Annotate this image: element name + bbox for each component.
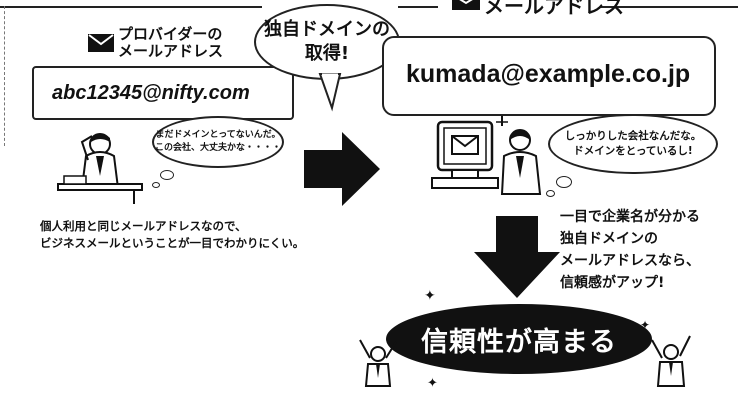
worried-thought-bubble: まだドメインとってないんだ。 この会社、大丈夫かな・・・・: [152, 116, 284, 168]
person-thinking-icon: [57, 133, 143, 204]
right-caption-line4: 信頼感がアップ!: [560, 275, 665, 291]
left-caption-line1: 個人利用と同じメールアドレスなので、: [40, 219, 247, 233]
provider-label-line2: メールアドレス: [118, 42, 224, 60]
provider-label: プロバイダーの メールアドレス: [118, 26, 223, 60]
provider-label-line1: プロバイダーの: [118, 25, 223, 43]
confident-thought-bubble: しっかりした会社なんだな。 ドメインをとっているし!: [548, 114, 718, 174]
right-caption-line1: 一目で企業名が分かる: [560, 209, 700, 225]
arrow-right-icon: [304, 132, 380, 206]
provider-email-box: abc12345@nifty.com: [32, 66, 294, 120]
right-caption: 一目で企業名が分かる 独自ドメインの メールアドレスなら、 信頼感がアップ!: [560, 206, 700, 294]
envelope-icon: [452, 0, 480, 10]
own-domain-email: kumada@example.co.jp: [406, 60, 691, 88]
sparkle-icon: ✦: [427, 376, 438, 391]
worried-thought-line1: まだドメインとってないんだ。: [155, 130, 281, 140]
left-caption: 個人利用と同じメールアドレスなので、 ビジネスメールということが一目でわかりにく…: [40, 218, 304, 252]
confident-thought-line2: ドメインをとっているし!: [573, 145, 693, 157]
worried-thought-line2: この会社、大丈夫かな・・・・: [154, 143, 281, 153]
callout-tail: [318, 73, 342, 112]
own-domain-callout-line1: 独自ドメインの: [264, 19, 390, 40]
cheering-person-icon: [359, 339, 397, 387]
trust-increases-banner: 信頼性が高まる: [386, 304, 652, 374]
arrow-down-icon: [474, 216, 560, 298]
left-caption-line2: ビジネスメールということが一目でわかりにくい。: [40, 236, 305, 250]
thought-dot: [160, 170, 174, 180]
right-caption-line3: メールアドレスなら、: [560, 253, 700, 269]
left-edge-line: [4, 6, 5, 146]
confident-thought-line1: しっかりした会社なんだな。: [564, 130, 702, 142]
own-domain-label: メールアドレス: [484, 0, 624, 18]
thought-dot: [546, 190, 555, 197]
sparkle-icon: ✦: [424, 288, 436, 304]
top-border-line: [398, 6, 438, 8]
right-caption-line2: 独自ドメインの: [560, 231, 658, 247]
top-border-line: [600, 6, 738, 8]
thought-dot: [152, 182, 160, 188]
sparkle-icon: ✦: [640, 318, 651, 332]
top-border-line: [0, 6, 262, 8]
own-domain-email-box: kumada@example.co.jp: [382, 36, 716, 116]
trust-increases-text: 信頼性が高まる: [421, 326, 617, 358]
own-domain-callout: 独自ドメインの 取得!: [254, 4, 400, 80]
envelope-icon: [88, 34, 114, 52]
own-domain-callout-line2: 取得!: [304, 43, 350, 64]
computer-mail-icon: [431, 116, 542, 195]
thought-dot: [556, 176, 572, 188]
provider-email: abc12345@nifty.com: [52, 82, 250, 104]
cheering-person-icon: [651, 335, 691, 387]
